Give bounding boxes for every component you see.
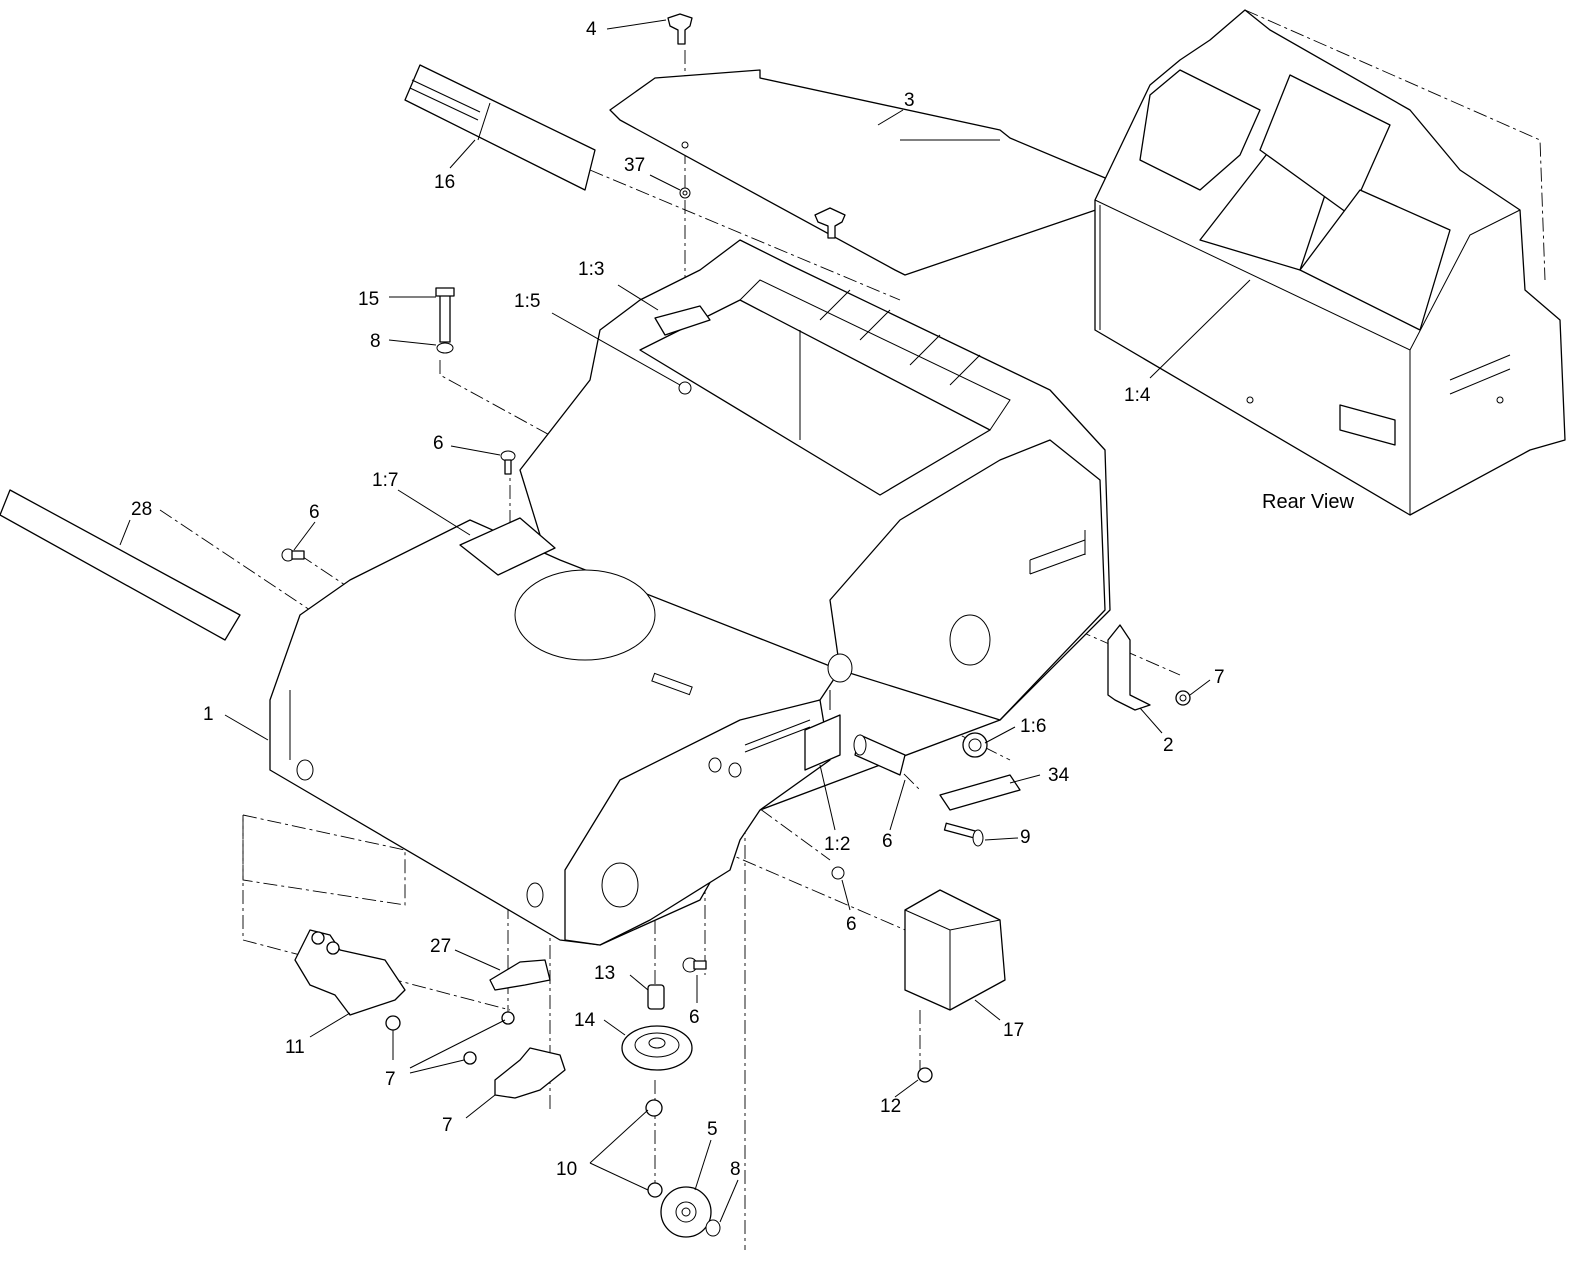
callout-label: 1:4 [1124, 385, 1151, 406]
main-frame-1 [269, 239, 1111, 946]
callout-label: 11 [285, 1037, 305, 1058]
callout-label: 7 [442, 1115, 453, 1136]
callout-label: 13 [594, 963, 615, 984]
callout-label: 1:3 [578, 259, 604, 280]
callout-label: 1 [203, 704, 214, 725]
callout-label: 7 [385, 1069, 396, 1090]
callout-label: 1:7 [372, 470, 398, 491]
callout-label: 1:6 [1020, 716, 1046, 737]
callout-label: 16 [434, 172, 455, 193]
decal-strip-28 [0, 489, 241, 641]
callout-label: 9 [1020, 827, 1031, 848]
callout-label: 12 [880, 1096, 901, 1117]
callout-label: 17 [1003, 1020, 1024, 1041]
callout-label: 6 [689, 1007, 700, 1028]
callout-label: 27 [430, 936, 451, 957]
decal-strip-16 [404, 64, 596, 191]
callout-label: 37 [624, 155, 645, 176]
hardware [281, 13, 1191, 1238]
callout-label: 6 [309, 502, 320, 523]
callout-label: 6 [433, 433, 444, 454]
callout-label: 7 [1214, 667, 1225, 688]
callout-labels: 4 3 16 37 1:3 15 1:5 8 6 1:7 28 6 1:4 7 1 1:6 2 34 1:2 6 9 6 2… [131, 19, 1225, 1180]
rear-view-inset [1094, 9, 1566, 516]
callout-label: 6 [846, 914, 857, 935]
callout-label: 4 [586, 19, 597, 40]
callout-label: 6 [882, 831, 893, 852]
callout-label: 28 [131, 499, 152, 520]
callout-label: 5 [707, 1119, 718, 1140]
callout-label: 2 [1163, 735, 1174, 756]
callout-label: 8 [370, 331, 381, 352]
rear-view-caption: Rear View [1262, 491, 1354, 513]
callout-label: 10 [556, 1159, 577, 1180]
cover-plate-3 [609, 69, 1126, 276]
callout-label: 3 [904, 90, 915, 111]
callout-label: 1:2 [824, 834, 850, 855]
callout-label: 34 [1048, 765, 1070, 786]
leader-lines [119, 19, 1251, 1223]
callout-label: 8 [730, 1159, 741, 1180]
callout-label: 15 [358, 289, 379, 310]
callout-label: 14 [574, 1010, 596, 1031]
callout-label: 1:5 [514, 291, 540, 312]
